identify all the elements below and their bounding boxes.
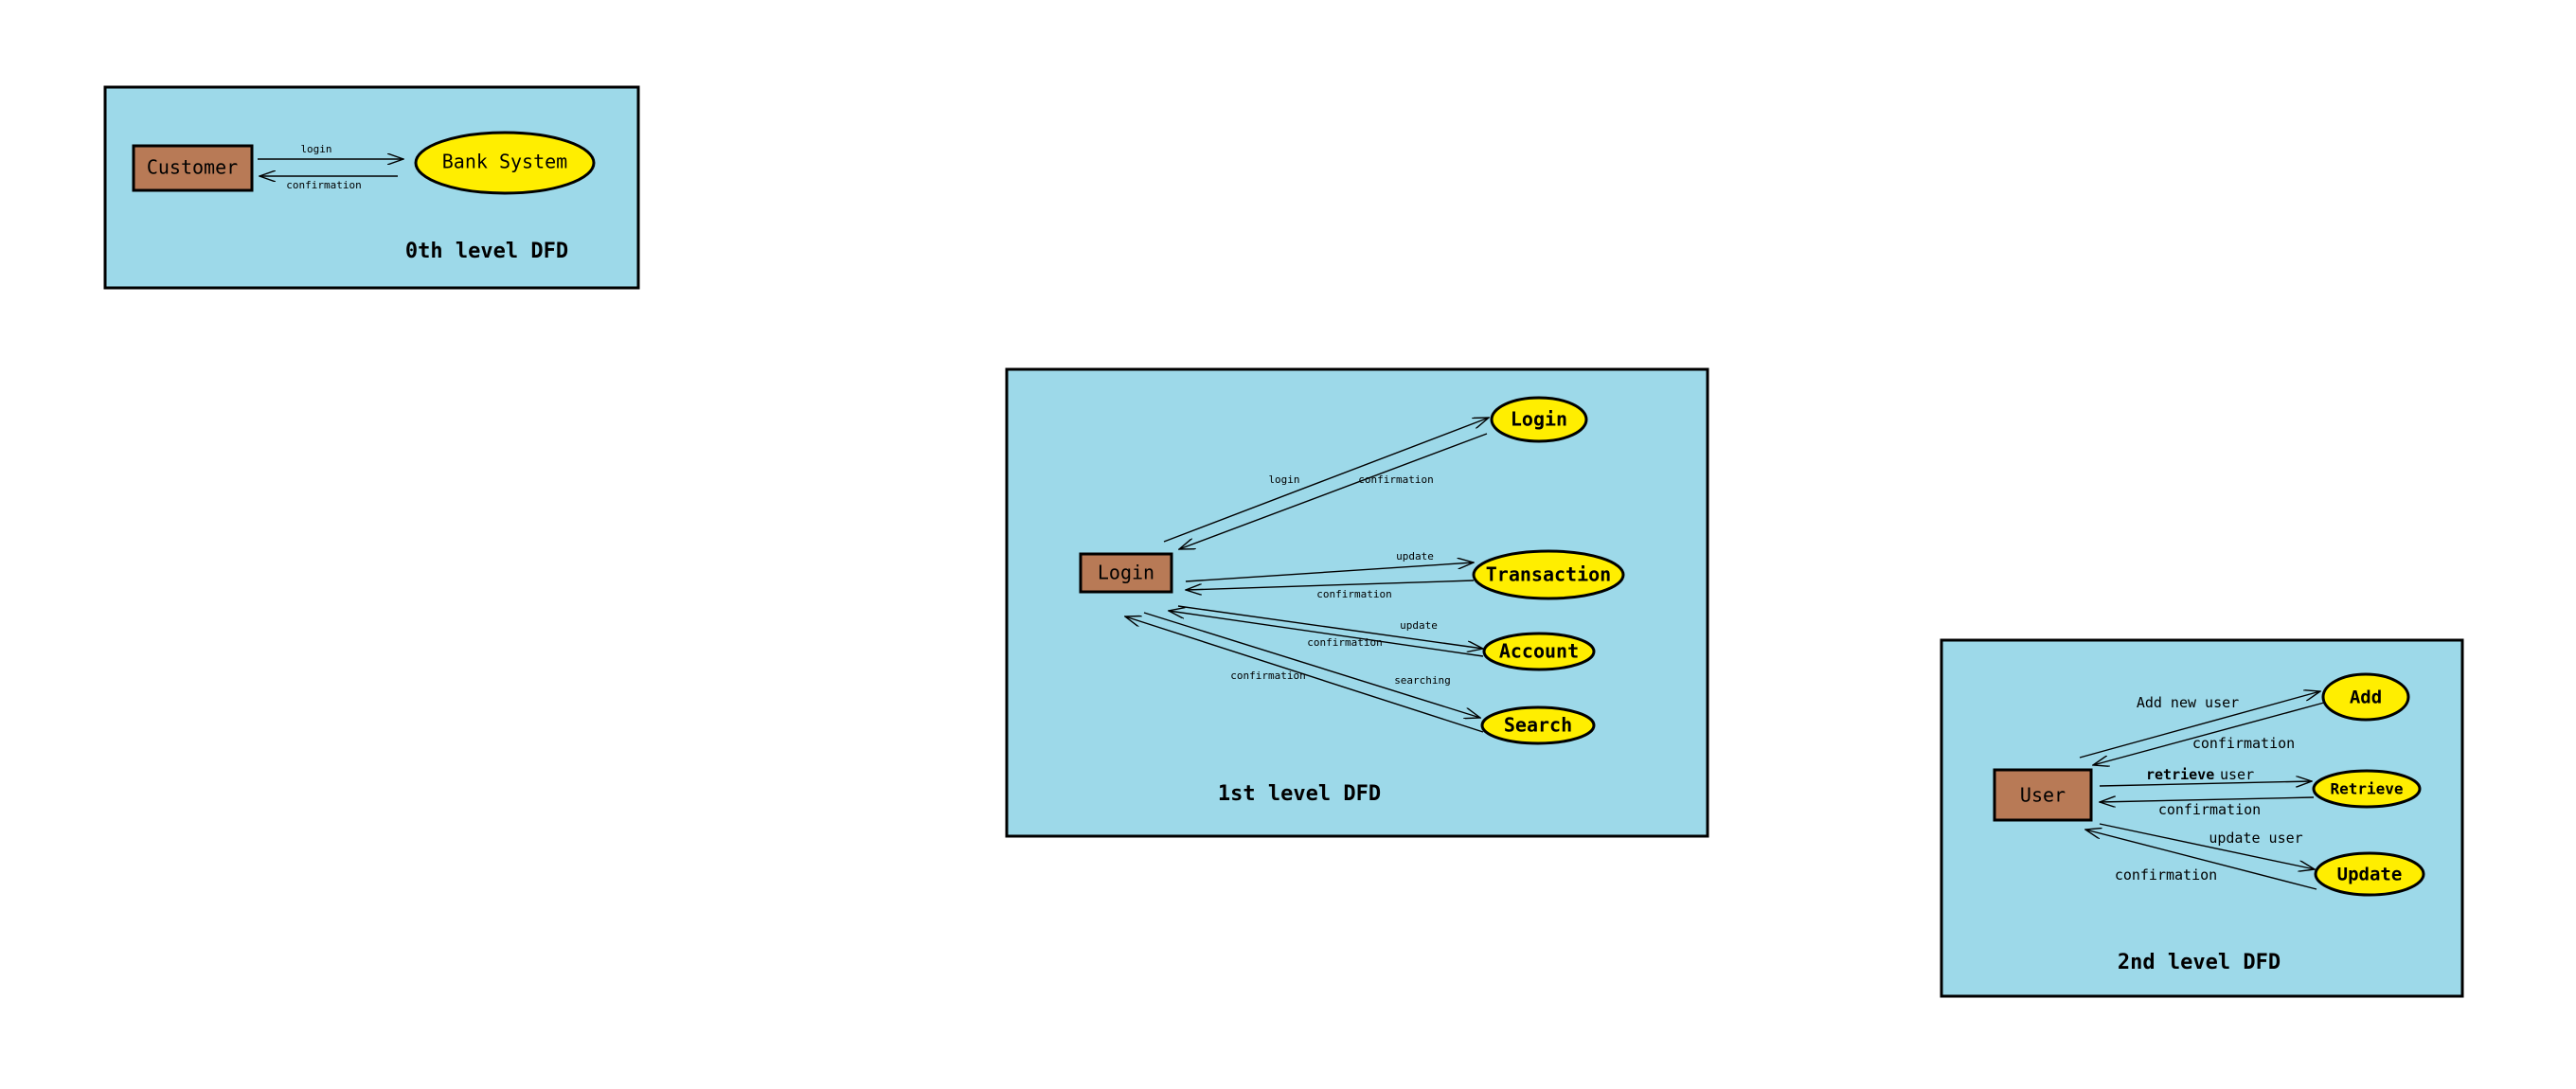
level0-entity-label: Customer: [147, 156, 238, 179]
level1-flow-login-confirmation-arrow: [1179, 433, 1488, 549]
level1-flow-search-searching-arrow: [1143, 612, 1480, 718]
level1-dfd-panel: Login Login Transaction Account Search l…: [1005, 367, 1709, 838]
level2-flow-retrieve-word-label: retrieve: [2146, 766, 2214, 783]
level2-flow-update-confirmation-label: confirmation: [2115, 866, 2217, 884]
level1-flow-login-label: login: [1268, 473, 1299, 486]
level1-flow-account-confirmation-arrow: [1169, 611, 1484, 657]
level2-flow-retrieve-confirmation-label: confirmation: [2158, 801, 2261, 818]
level0-process-bank-system[interactable]: [414, 131, 596, 195]
level2-flow-retrieve-user-arrow: [2099, 781, 2312, 786]
level1-entity-label: Login: [1098, 562, 1154, 584]
level2-entity-user[interactable]: [1993, 768, 2093, 822]
level0-flow-login-label: login: [300, 143, 331, 155]
level2-process-add-label: Add: [2350, 687, 2382, 708]
level0-dfd-panel: Customer Bank System login confirmation …: [103, 85, 640, 290]
level2-process-update[interactable]: [2314, 851, 2425, 897]
level1-process-account-label: Account: [1499, 640, 1579, 663]
level1-flow-account-confirmation-label: confirmation: [1307, 636, 1382, 649]
level1-flow-transaction-confirmation-arrow: [1186, 580, 1475, 590]
level2-flow-update-confirmation-arrow: [2085, 830, 2317, 890]
level2-process-retrieve[interactable]: [2312, 769, 2422, 809]
level2-flow-update-user-label: update user: [2209, 830, 2302, 847]
level1-process-login[interactable]: [1490, 396, 1588, 443]
level2-process-update-label: Update: [2337, 865, 2403, 885]
level1-process-login-label: Login: [1511, 408, 1567, 431]
level0-process-label: Bank System: [442, 151, 567, 173]
level1-flow-transaction-update-label: update: [1396, 550, 1434, 562]
level0-flow-confirmation-label: confirmation: [286, 179, 361, 191]
level2-flow-add-confirmation-arrow: [2093, 702, 2325, 765]
level1-flow-account-update-arrow: [1177, 605, 1483, 649]
level2-entity-label: User: [2020, 784, 2066, 807]
level1-process-search-label: Search: [1504, 714, 1572, 737]
level2-flow-retrieve-user-label: user: [2220, 766, 2254, 783]
level2-flow-update-user-arrow: [2099, 823, 2315, 869]
level2-flow-add-confirmation-label: confirmation: [2192, 735, 2295, 752]
level1-process-search[interactable]: [1480, 705, 1596, 745]
level1-flow-login-confirmation-label: confirmation: [1358, 473, 1433, 486]
level2-flow-retrieve-confirmation-arrow: [2100, 797, 2315, 802]
level1-flow-account-update-label: update: [1400, 619, 1438, 632]
level1-flow-search-confirmation-arrow: [1125, 616, 1484, 733]
level1-caption: 1st level DFD: [1218, 782, 1381, 806]
level2-flow-add-new-user-arrow: [2079, 691, 2320, 759]
level1-flow-login-arrow: [1163, 418, 1489, 543]
level2-process-retrieve-label: Retrieve: [2330, 780, 2403, 798]
level1-panel-background: [1005, 367, 1709, 838]
level1-flow-search-confirmation-label: confirmation: [1230, 669, 1305, 682]
level1-flow-transaction-update-arrow: [1185, 562, 1474, 582]
level0-caption: 0th level DFD: [405, 240, 568, 263]
level1-process-transaction-label: Transaction: [1486, 563, 1611, 586]
level1-entity-login[interactable]: [1079, 552, 1173, 594]
level1-flow-transaction-confirmation-label: confirmation: [1316, 588, 1391, 600]
level1-process-transaction[interactable]: [1472, 549, 1625, 600]
level2-process-add[interactable]: [2321, 672, 2410, 722]
level0-entity-customer[interactable]: [132, 144, 254, 192]
level2-dfd-panel: User Add Retrieve Update Add new user co…: [1940, 638, 2464, 998]
level2-flow-add-new-user-label: Add new user: [2137, 694, 2239, 711]
level1-flow-search-searching-label: searching: [1394, 674, 1451, 687]
level2-caption: 2nd level DFD: [2118, 951, 2281, 974]
